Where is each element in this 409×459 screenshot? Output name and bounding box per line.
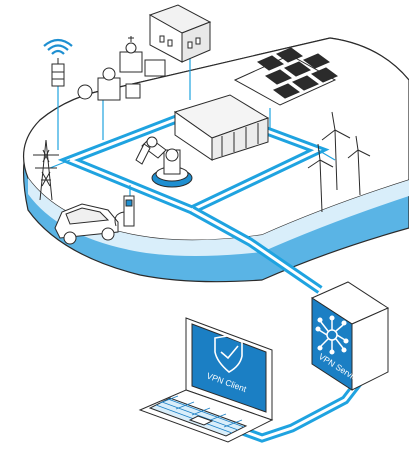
transformer-equipment xyxy=(77,36,166,101)
shield-check-icon xyxy=(214,335,243,373)
vpn-tunnel xyxy=(189,206,366,443)
wifi-tower xyxy=(43,38,73,87)
ev-charger xyxy=(114,195,135,227)
wifi-icon xyxy=(43,38,73,55)
power-pylon xyxy=(33,139,59,201)
electric-car xyxy=(54,203,119,245)
laptop xyxy=(138,317,274,443)
solar-panels xyxy=(233,47,339,106)
network-hub-icon xyxy=(315,315,349,355)
substation-building xyxy=(148,4,212,63)
control-cabinets xyxy=(173,94,270,161)
robot-arm xyxy=(135,136,193,188)
wind-turbines xyxy=(307,111,371,213)
